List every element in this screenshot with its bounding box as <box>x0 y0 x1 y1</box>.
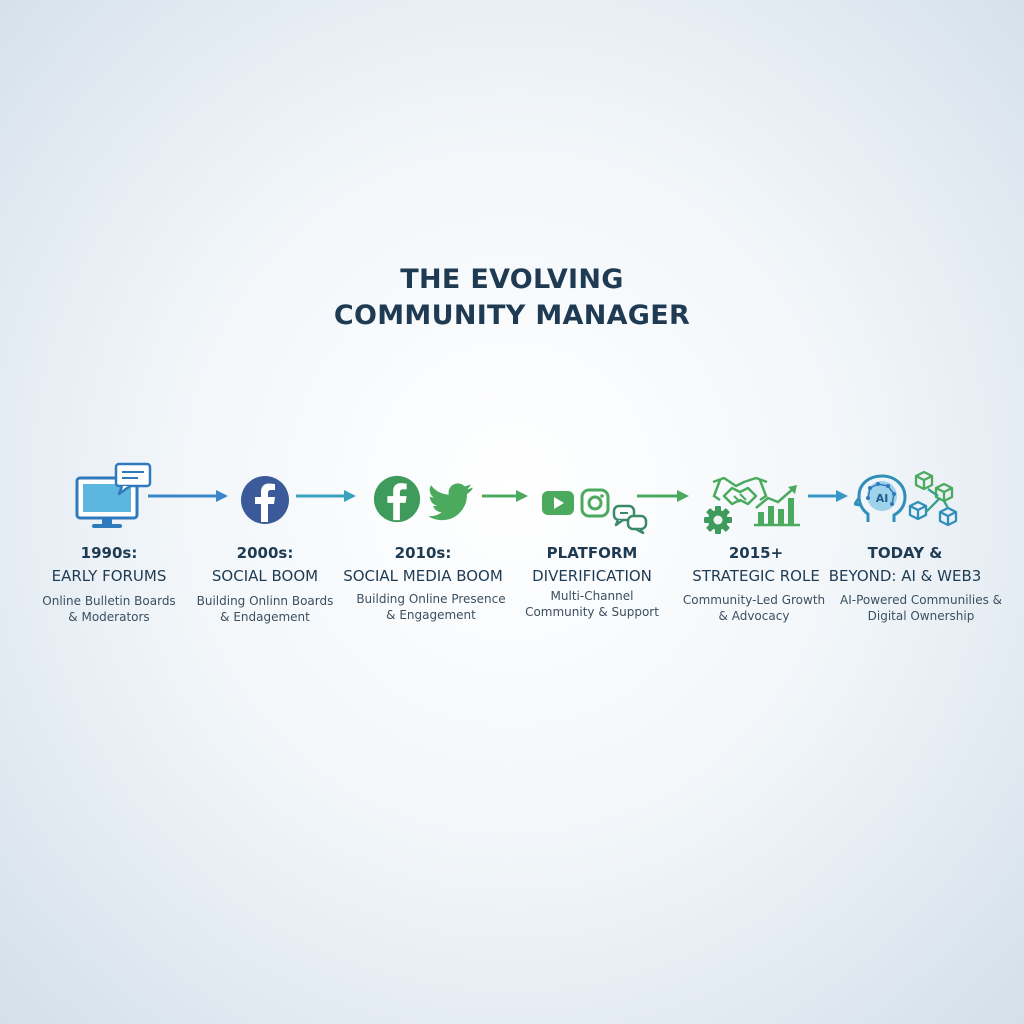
arrow-right-icon <box>296 490 356 502</box>
stage-name: EARLY FORUMS <box>51 567 167 585</box>
stage-year: 1990s: <box>80 544 138 562</box>
handshake-icon <box>712 476 768 506</box>
youtube-icon <box>542 491 574 515</box>
desc-line-2: Community & Support <box>525 605 659 619</box>
ai-head-icon: AI <box>854 474 907 522</box>
stage-description: Building Online Presence & Engagement <box>336 591 526 623</box>
desc-line-2: & Endagement <box>220 610 310 624</box>
stage-description: AI-Powered Communilies & Digital Ownersh… <box>826 592 1016 624</box>
diagram-title: THE EVOLVING COMMUNITY MANAGER <box>0 262 1024 334</box>
chat-bubble-icon <box>114 462 152 496</box>
desc-line-2: & Engagement <box>386 608 476 622</box>
desc-line-2: & Moderators <box>68 610 150 624</box>
title-line-1: THE EVOLVING <box>400 264 624 295</box>
arrow-right-icon <box>482 490 528 502</box>
stage-title: TODAY & BEYOND: AI & WEB3 <box>810 542 1000 588</box>
desc-line-2: Digital Ownership <box>867 609 975 623</box>
desc-line-1: Building Online Presence <box>356 592 506 606</box>
stage-name: DIVERIFICATION <box>532 567 652 585</box>
desc-line-1: Community-Led Growth <box>682 593 826 607</box>
stage-title: PLATFORM DIVERIFICATION <box>497 542 687 588</box>
desc-line-2: & Advocacy <box>718 609 790 623</box>
monitor-icon <box>75 462 152 528</box>
stage-description: Multi-Channel Community & Support <box>497 588 687 620</box>
facebook-icon <box>241 476 289 524</box>
stage-year: TODAY & <box>867 544 943 562</box>
chat-bubbles-icon <box>612 504 648 534</box>
stage-name: SOCIAL BOOM <box>211 567 319 585</box>
arrow-right-icon <box>148 490 228 502</box>
instagram-icon <box>580 488 610 518</box>
stage-name: STRATEGIC ROLE <box>692 567 820 585</box>
title-line-2: COMMUNITY MANAGER <box>333 300 691 331</box>
blockchain-cubes-icon <box>908 470 958 527</box>
stage-description: Community-Led Growth & Advocacy <box>659 592 849 624</box>
arrow-right-icon <box>808 490 848 502</box>
stage-year: 2000s: <box>236 544 294 562</box>
stage-title: 2010s: SOCIAL MEDIA BOOM <box>328 542 518 588</box>
stage-name: SOCIAL MEDIA BOOM <box>343 567 503 585</box>
desc-line-1: Building Onlinn Boards <box>196 594 334 608</box>
gear-icon <box>704 506 732 534</box>
stage-description: Online Bulletin Boards & Moderators <box>14 593 204 625</box>
desc-line-1: AI-Powered Communilies & <box>839 593 1003 607</box>
twitter-bird-icon <box>428 483 473 521</box>
stage-year: 2010s: <box>394 544 452 562</box>
stage-name: BEYOND: AI & WEB3 <box>828 567 982 585</box>
stage-title: 2000s: SOCIAL BOOM <box>170 542 360 588</box>
stage-title: 2015+ STRATEGIC ROLE <box>661 542 851 588</box>
stage-description: Building Onlinn Boards & Endagement <box>170 593 360 625</box>
arrow-right-icon <box>637 490 689 502</box>
ai-head-label: AI <box>876 492 889 505</box>
stage-year: PLATFORM <box>546 544 638 562</box>
stage-title: 1990s: EARLY FORUMS <box>14 542 204 588</box>
stage-year: 2015+ <box>728 544 784 562</box>
desc-line-1: Online Bulletin Boards <box>42 594 176 608</box>
growth-chart-icon <box>754 485 800 527</box>
facebook-icon <box>373 475 421 523</box>
desc-line-1: Multi-Channel <box>550 589 634 603</box>
